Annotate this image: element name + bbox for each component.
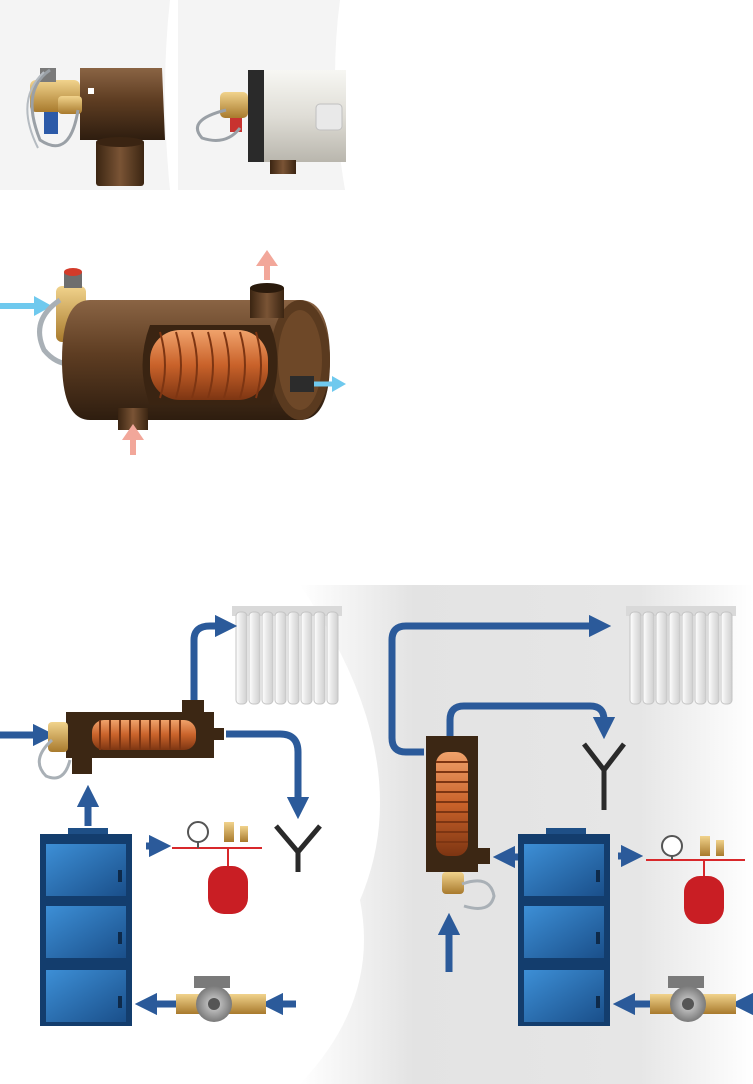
radiator-icon xyxy=(232,606,342,705)
safety-valve-icon xyxy=(224,822,234,842)
scheme-vertical-installation xyxy=(388,606,753,1026)
flow-arrow-icon xyxy=(388,614,612,756)
thermostatic-valve-icon xyxy=(48,722,68,752)
pressure-gauge-icon xyxy=(661,835,683,857)
pressure-gauge-icon xyxy=(187,821,209,843)
product-white-exchanger xyxy=(178,0,346,190)
expansion-vessel-icon xyxy=(684,876,724,924)
drain-funnel-icon xyxy=(274,824,322,872)
copper-coil-icon xyxy=(150,330,268,400)
safety-valve-icon xyxy=(700,836,710,856)
hot-outlet-arrow-icon xyxy=(256,250,278,266)
hot-inlet-arrow-icon xyxy=(122,424,144,440)
cold-outlet-arrow-icon xyxy=(332,376,346,392)
product-brown-exchanger xyxy=(0,0,170,190)
cutaway-exchanger xyxy=(0,250,346,455)
flow-arrow-icon xyxy=(226,730,310,820)
boiler-icon xyxy=(40,828,132,1026)
flow-arrow-icon xyxy=(190,614,238,705)
thermostatic-valve-icon xyxy=(442,872,464,894)
vertical-exchanger-icon xyxy=(426,736,496,910)
radiator-icon xyxy=(626,606,736,705)
flow-arrow-icon xyxy=(446,702,616,740)
drain-funnel-icon xyxy=(582,742,626,810)
horizontal-exchanger-icon xyxy=(37,700,224,780)
boiler-icon xyxy=(518,828,610,1026)
scheme-horizontal-installation xyxy=(0,606,342,1026)
expansion-vessel-icon xyxy=(208,866,248,914)
